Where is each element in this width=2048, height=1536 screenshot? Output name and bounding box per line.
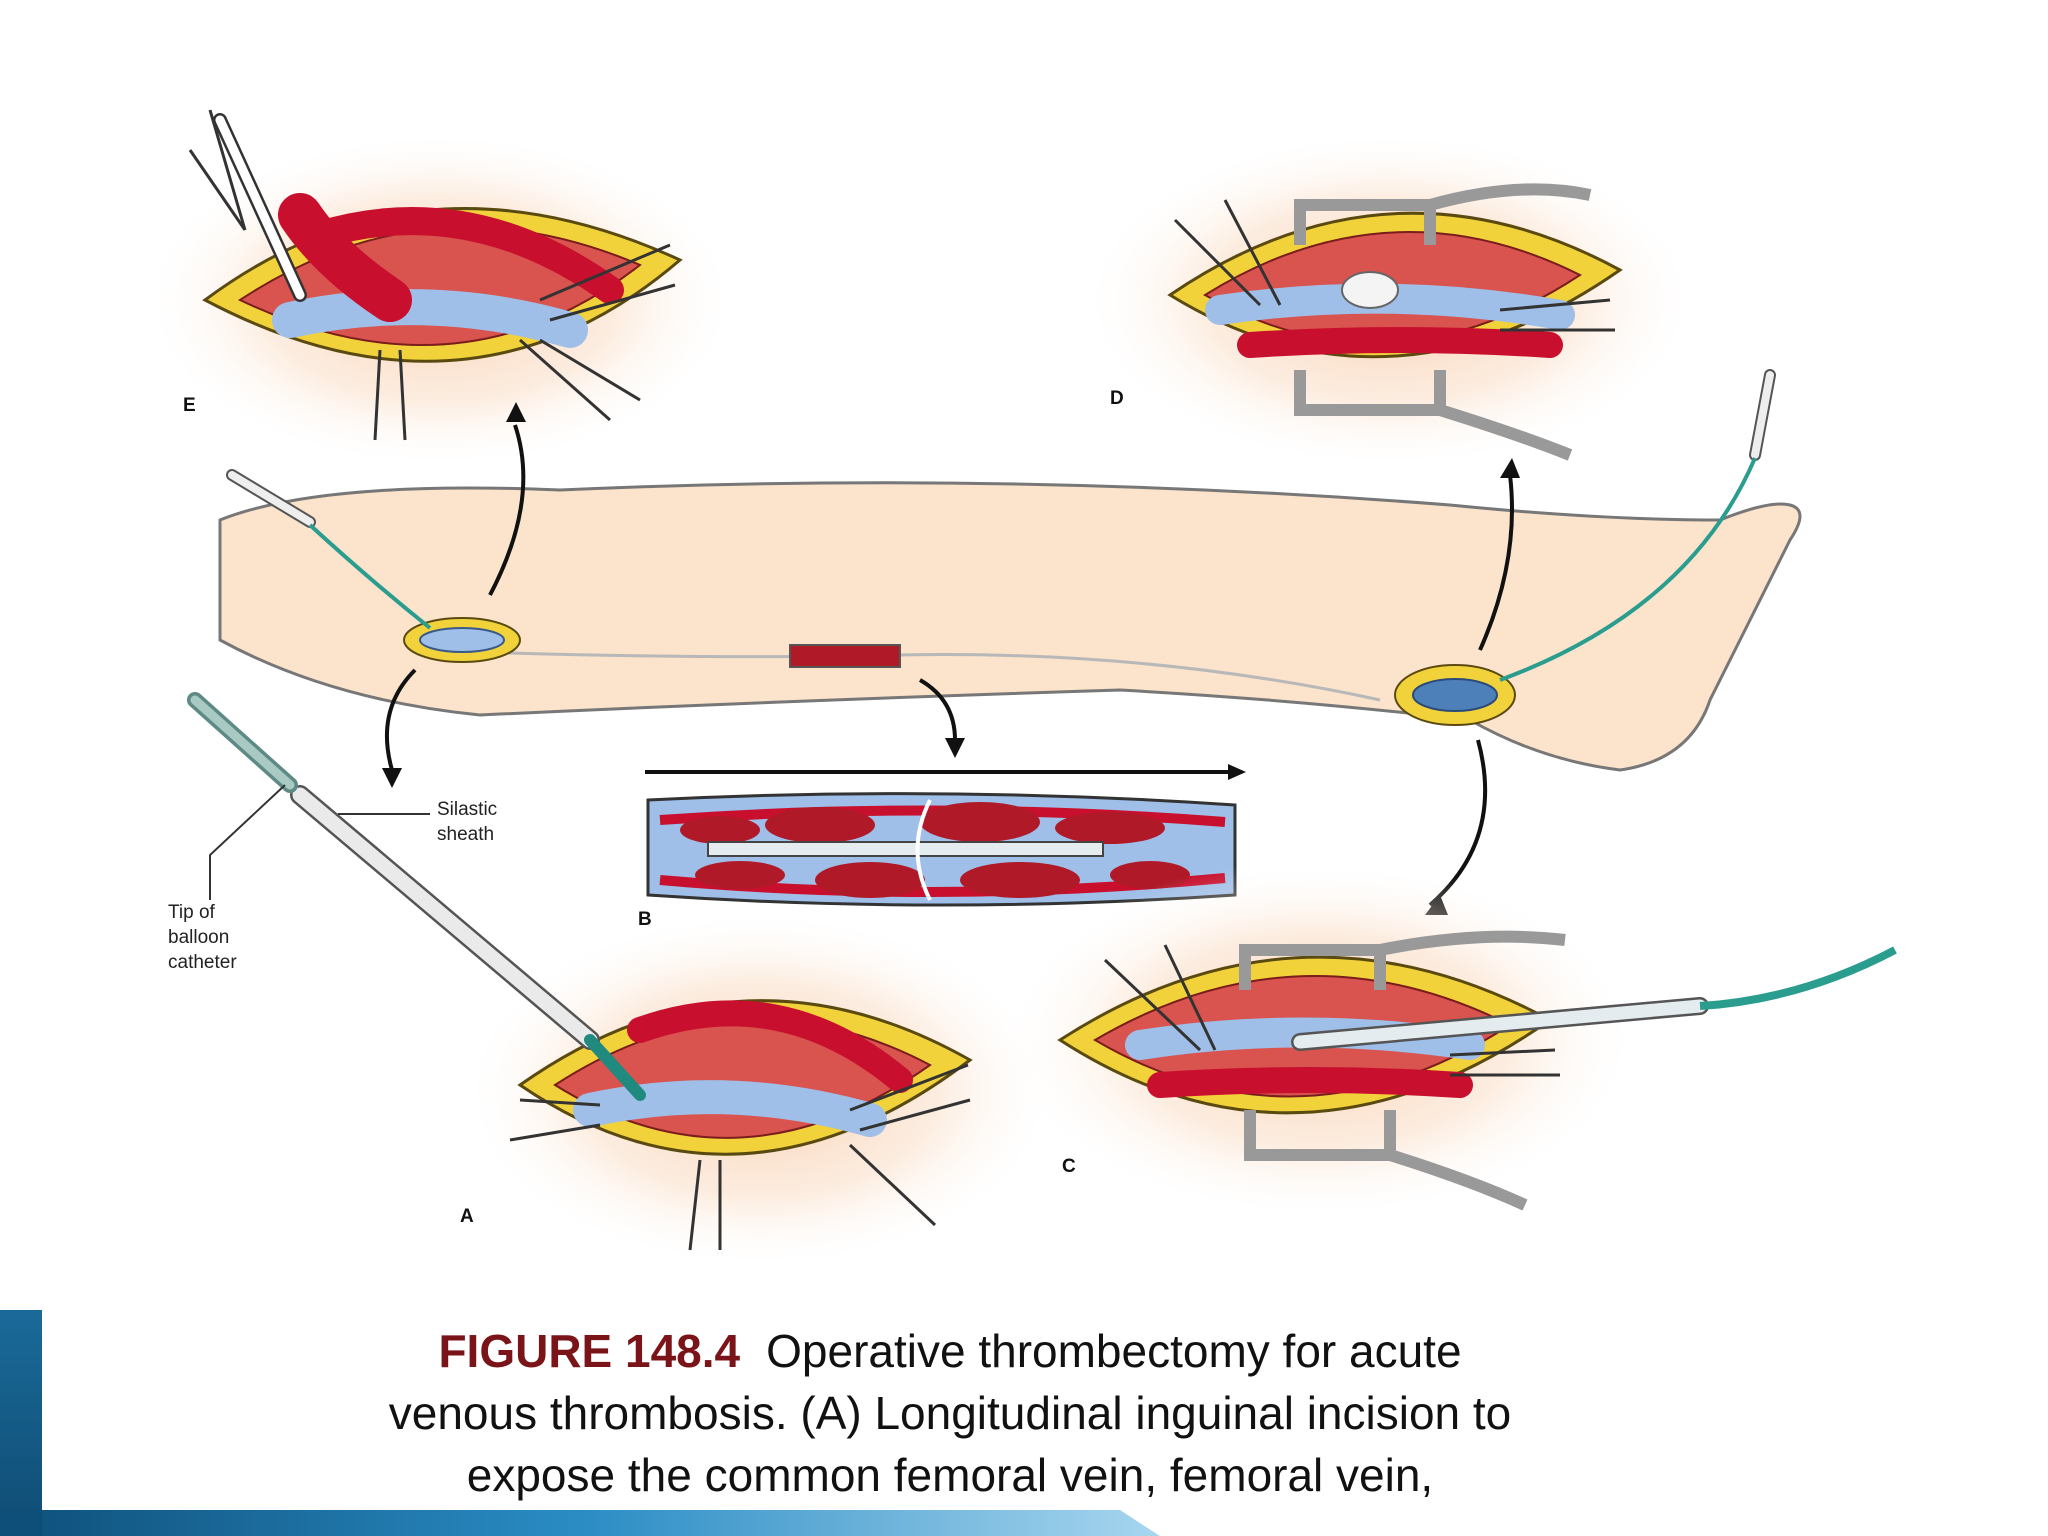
figure-caption: FIGURE 148.4 Operative thrombectomy for a… <box>150 1320 1750 1506</box>
figure-number-label: FIGURE 148.4 <box>438 1325 741 1377</box>
panel-e-illustration <box>140 109 740 470</box>
panel-a-label: A <box>460 1206 474 1227</box>
caption-line-3: expose the common femoral vein, femoral … <box>466 1449 1434 1501</box>
panel-d-label: D <box>1110 388 1124 409</box>
caption-line-2: venous thrombosis. (A) Longitudinal ingu… <box>388 1387 1512 1439</box>
panel-d-illustration <box>1080 130 1700 470</box>
panel-b-illustration <box>646 792 1237 907</box>
tip-callout-line1: Tip of <box>168 902 216 923</box>
caption-text-1: Operative thrombectomy for acute <box>766 1325 1462 1377</box>
slide-accent-decoration <box>0 1310 1160 1536</box>
panel-c-label: C <box>1062 1156 1076 1177</box>
panel-c-illustration <box>1000 860 1897 1220</box>
panel-e-label: E <box>183 395 196 416</box>
sheath-callout-line2: sheath <box>437 824 494 845</box>
caption-line-1: FIGURE 148.4 Operative thrombectomy for a… <box>150 1320 1750 1382</box>
leg-illustration <box>218 369 1802 772</box>
tip-callout-line2: balloon <box>168 927 229 948</box>
tip-callout-line3: catheter <box>168 952 237 973</box>
sheath-callout-line1: Silastic <box>437 799 497 820</box>
panel-a-illustration <box>187 692 1060 1270</box>
